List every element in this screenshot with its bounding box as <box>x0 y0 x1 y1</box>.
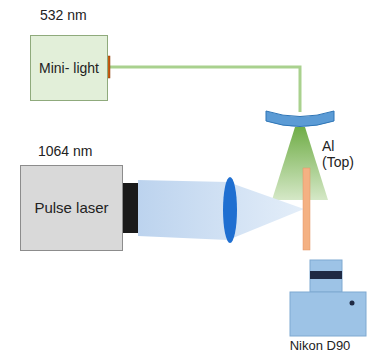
light-source-box: Mini- light <box>30 35 108 101</box>
wavelength-label: 1064 nm <box>38 143 108 159</box>
laser-beam <box>138 180 304 240</box>
camera-button <box>350 301 355 306</box>
camera-lens <box>310 260 342 292</box>
focusing-lens <box>223 177 237 243</box>
al-sample <box>303 168 310 250</box>
laser-aperture <box>123 183 138 233</box>
optical-fiber <box>110 67 300 112</box>
wavelength-label: 532 nm <box>40 7 110 23</box>
curved-mirror <box>266 111 334 127</box>
illumination-cone <box>272 127 328 200</box>
box-label: Mini- light <box>35 60 103 76</box>
camera-housing <box>290 292 366 336</box>
lens-ring <box>310 271 342 279</box>
laser-box: Pulse laser <box>20 165 123 251</box>
camera: Nikon D90 <box>268 256 372 356</box>
sample-label: Al (Top) <box>322 138 362 170</box>
box-label: Pulse laser <box>30 199 112 216</box>
device-label: Nikon D90 <box>290 339 351 356</box>
